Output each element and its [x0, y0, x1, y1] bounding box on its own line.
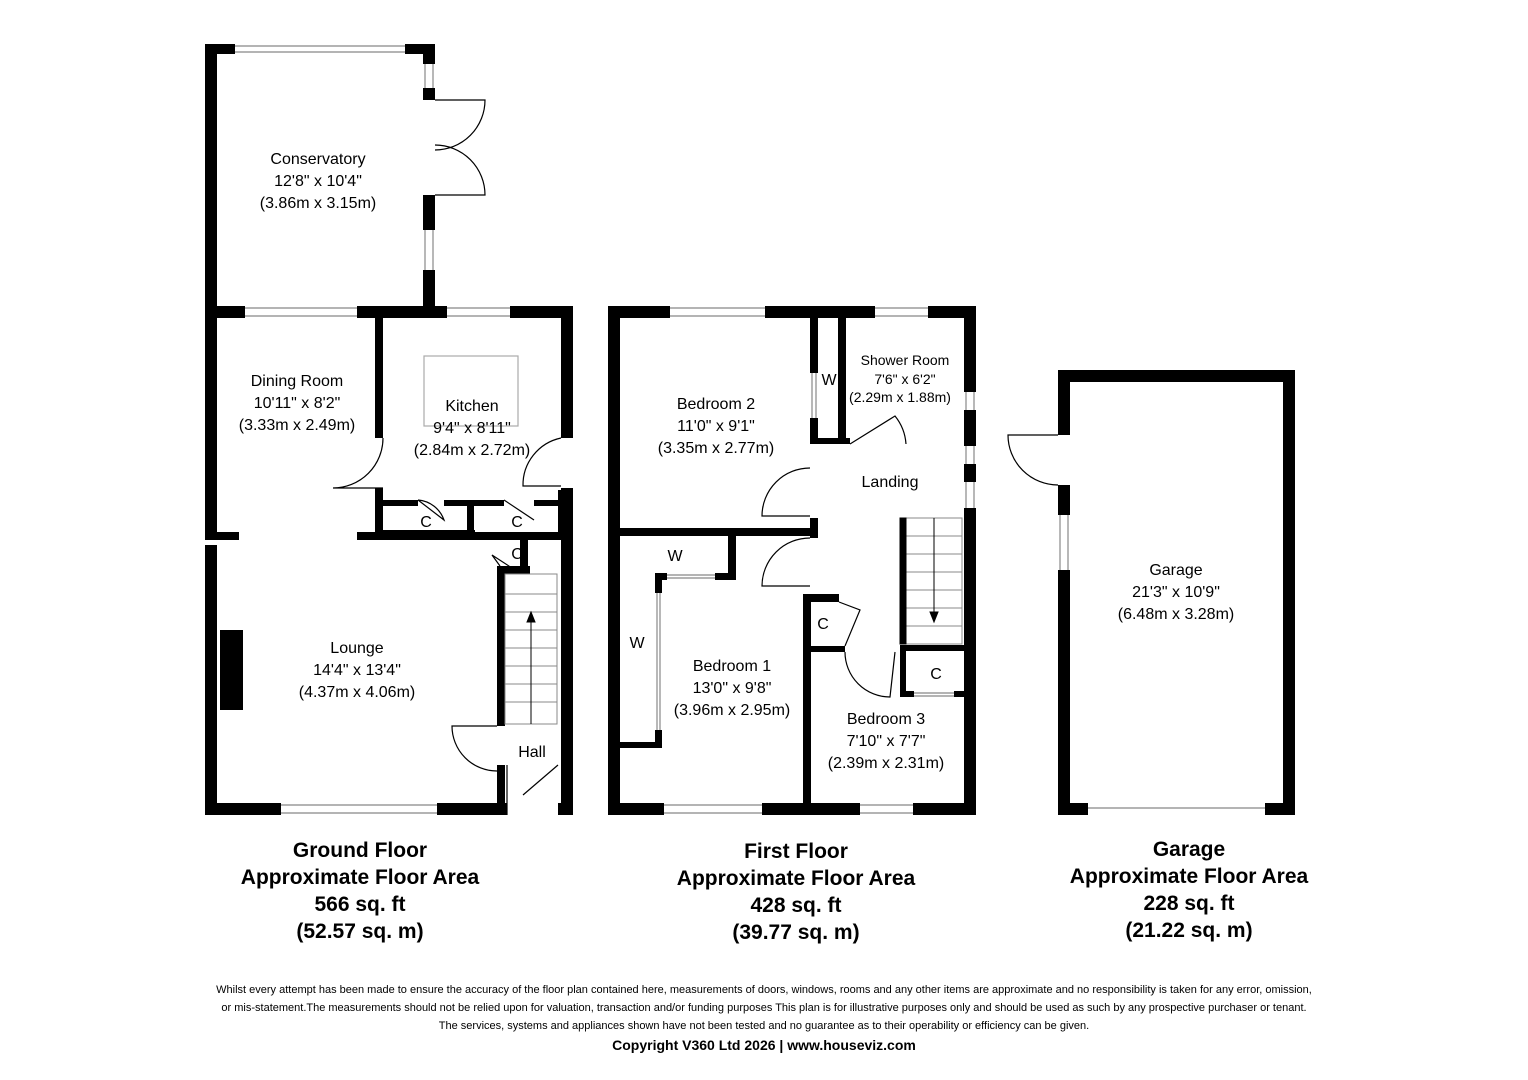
garage-floor-name: Garage [1152, 838, 1226, 861]
bedroom-3-imperial: 7'10" x 7'7" [847, 733, 926, 750]
lounge-name: Lounge [330, 640, 383, 657]
bedroom-1-metric: (3.96m x 2.95m) [674, 702, 790, 719]
disclaimer-line-2: or mis-statement.The measurements should… [221, 1002, 1307, 1014]
kitchen-name: Kitchen [445, 398, 498, 415]
shower-room-name: Shower Room [861, 352, 950, 368]
kitchen-metric: (2.84m x 2.72m) [414, 442, 530, 459]
ground-floor-caption: Ground Floor Approximate Floor Area 566 … [210, 837, 510, 945]
room-labels: Conservatory 12'8" x 10'4" (3.86m x 3.15… [239, 151, 1234, 772]
conservatory-name: Conservatory [270, 151, 365, 168]
first-floor-area-label: Approximate Floor Area [676, 867, 916, 890]
first-cupboard-2: C [930, 666, 942, 683]
first-floor-walls [608, 306, 976, 815]
garage-sqft: 228 sq. ft [1143, 892, 1235, 915]
dining-room-name: Dining Room [251, 373, 343, 390]
shower-room-imperial: 7'6" x 6'2" [874, 371, 935, 387]
bedroom-2-name: Bedroom 2 [677, 396, 755, 413]
first-floor-caption: First Floor Approximate Floor Area 428 s… [646, 838, 946, 946]
garage-imperial: 21'3" x 10'9" [1132, 584, 1220, 601]
disclaimer-line-1: Whilst every attempt has been made to en… [216, 984, 1312, 996]
garage-walls [1058, 370, 1295, 815]
garage-metric: (6.48m x 3.28m) [1118, 606, 1234, 623]
conservatory-imperial: 12'8" x 10'4" [274, 173, 362, 190]
garage-name: Garage [1149, 562, 1202, 579]
first-floor-stairs [899, 517, 963, 645]
garage-area-label: Approximate Floor Area [1069, 865, 1309, 888]
garage-door [1007, 434, 1059, 486]
bedroom-2-metric: (3.35m x 2.77m) [658, 440, 774, 457]
ground-floor-walls [205, 44, 573, 815]
disclaimer-line-3: The services, systems and appliances sho… [438, 1020, 1090, 1032]
shower-room-metric: (2.29m x 1.88m) [849, 389, 951, 405]
ground-floor-doors [332, 99, 562, 815]
ground-cupboard-1: C [420, 514, 432, 531]
garage-sqm: (21.22 sq. m) [1125, 919, 1253, 942]
first-cupboard-1: C [817, 616, 829, 633]
ground-floor-sqft: 566 sq. ft [314, 893, 406, 916]
ground-floor-name: Ground Floor [292, 839, 428, 862]
ground-cupboard-3: C [511, 546, 523, 563]
ground-floor-openings [235, 45, 519, 814]
lounge-metric: (4.37m x 4.06m) [299, 684, 415, 701]
bedroom-2-imperial: 11'0" x 9'1" [677, 418, 755, 435]
ground-floor-area-label: Approximate Floor Area [240, 866, 480, 889]
first-floor-openings [656, 307, 975, 814]
first-floor-doors [761, 415, 907, 698]
landing-name: Landing [862, 474, 919, 491]
first-floor-sqft: 428 sq. ft [750, 894, 842, 917]
ground-cupboard-2: C [511, 514, 523, 531]
ground-floor-sqm: (52.57 sq. m) [296, 920, 424, 943]
bedroom-1-imperial: 13'0" x 9'8" [693, 680, 772, 697]
bedroom-1-wardrobe-side: W [629, 635, 645, 652]
dining-room-imperial: 10'11" x 8'2" [254, 395, 341, 412]
lounge-imperial: 14'4" x 13'4" [313, 662, 401, 679]
garage-caption: Garage Approximate Floor Area 228 sq. ft… [1039, 836, 1339, 944]
garage-openings [1059, 515, 1265, 809]
first-floor-name: First Floor [744, 840, 848, 863]
bedroom-2-wardrobe: W [821, 372, 837, 389]
floor-plan-drawing: Conservatory 12'8" x 10'4" (3.86m x 3.15… [205, 44, 1295, 815]
disclaimer: Whilst every attempt has been made to en… [0, 981, 1528, 1054]
conservatory-metric: (3.86m x 3.15m) [260, 195, 376, 212]
first-floor-sqm: (39.77 sq. m) [732, 921, 860, 944]
ground-floor-stairs [504, 573, 558, 725]
bedroom-1-name: Bedroom 1 [693, 658, 771, 675]
dining-room-metric: (3.33m x 2.49m) [239, 417, 355, 434]
kitchen-imperial: 9'4" x 8'11" [433, 420, 511, 437]
bedroom-3-name: Bedroom 3 [847, 711, 925, 728]
bedroom-1-wardrobe-top: W [667, 548, 683, 565]
copyright: Copyright V360 Ltd 2026 | www.houseviz.c… [612, 1037, 916, 1053]
hall-name: Hall [518, 744, 546, 761]
bedroom-3-metric: (2.39m x 2.31m) [828, 755, 944, 772]
